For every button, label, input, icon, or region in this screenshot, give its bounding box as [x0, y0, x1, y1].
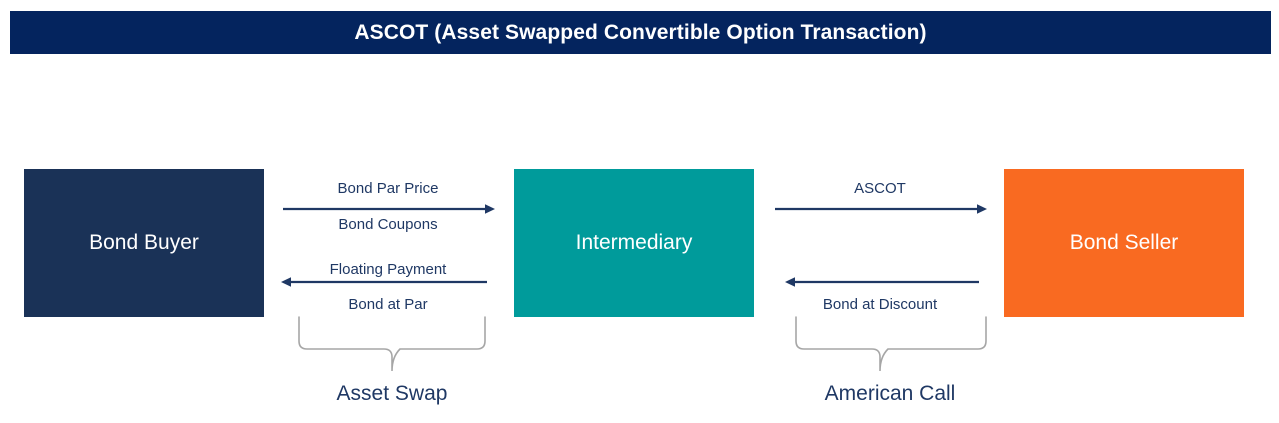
flow-group-intermediary-seller: ASCOT Bond at Discount — [770, 175, 990, 315]
brace-american-call — [795, 316, 987, 372]
flow-label-ascot: ASCOT — [854, 180, 906, 197]
entity-box-bond-seller: Bond Seller — [1004, 169, 1244, 317]
entity-box-intermediary: Intermediary — [514, 169, 754, 317]
flow-label-bond-at-par: Bond at Par — [348, 296, 428, 313]
arrow-left-seller-to-intermediary — [785, 277, 979, 287]
arrow-left-intermediary-to-buyer — [281, 277, 487, 287]
entity-box-bond-buyer: Bond Buyer — [24, 169, 264, 317]
entity-label-bond-buyer: Bond Buyer — [89, 231, 199, 254]
brace-caption-asset-swap: Asset Swap — [336, 382, 448, 405]
brace-caption-american-call: American Call — [824, 382, 956, 405]
entity-label-bond-seller: Bond Seller — [1069, 231, 1179, 254]
page-title: ASCOT (Asset Swapped Convertible Option … — [354, 20, 927, 44]
flow-label-bond-coupons: Bond Coupons — [338, 216, 438, 233]
flow-label-bond-at-discount: Bond at Discount — [822, 296, 938, 313]
header-banner: ASCOT (Asset Swapped Convertible Option … — [10, 11, 1271, 54]
brace-asset-swap — [298, 316, 486, 372]
flow-group-buyer-intermediary: Bond Par Price Bond Coupons Floating Pay… — [278, 175, 498, 315]
arrow-right-buyer-to-intermediary — [283, 204, 495, 214]
entity-label-intermediary: Intermediary — [575, 231, 693, 254]
arrow-right-intermediary-to-seller — [775, 204, 987, 214]
flow-label-bond-par-price: Bond Par Price — [337, 180, 439, 197]
flow-label-floating-payment: Floating Payment — [329, 261, 447, 278]
